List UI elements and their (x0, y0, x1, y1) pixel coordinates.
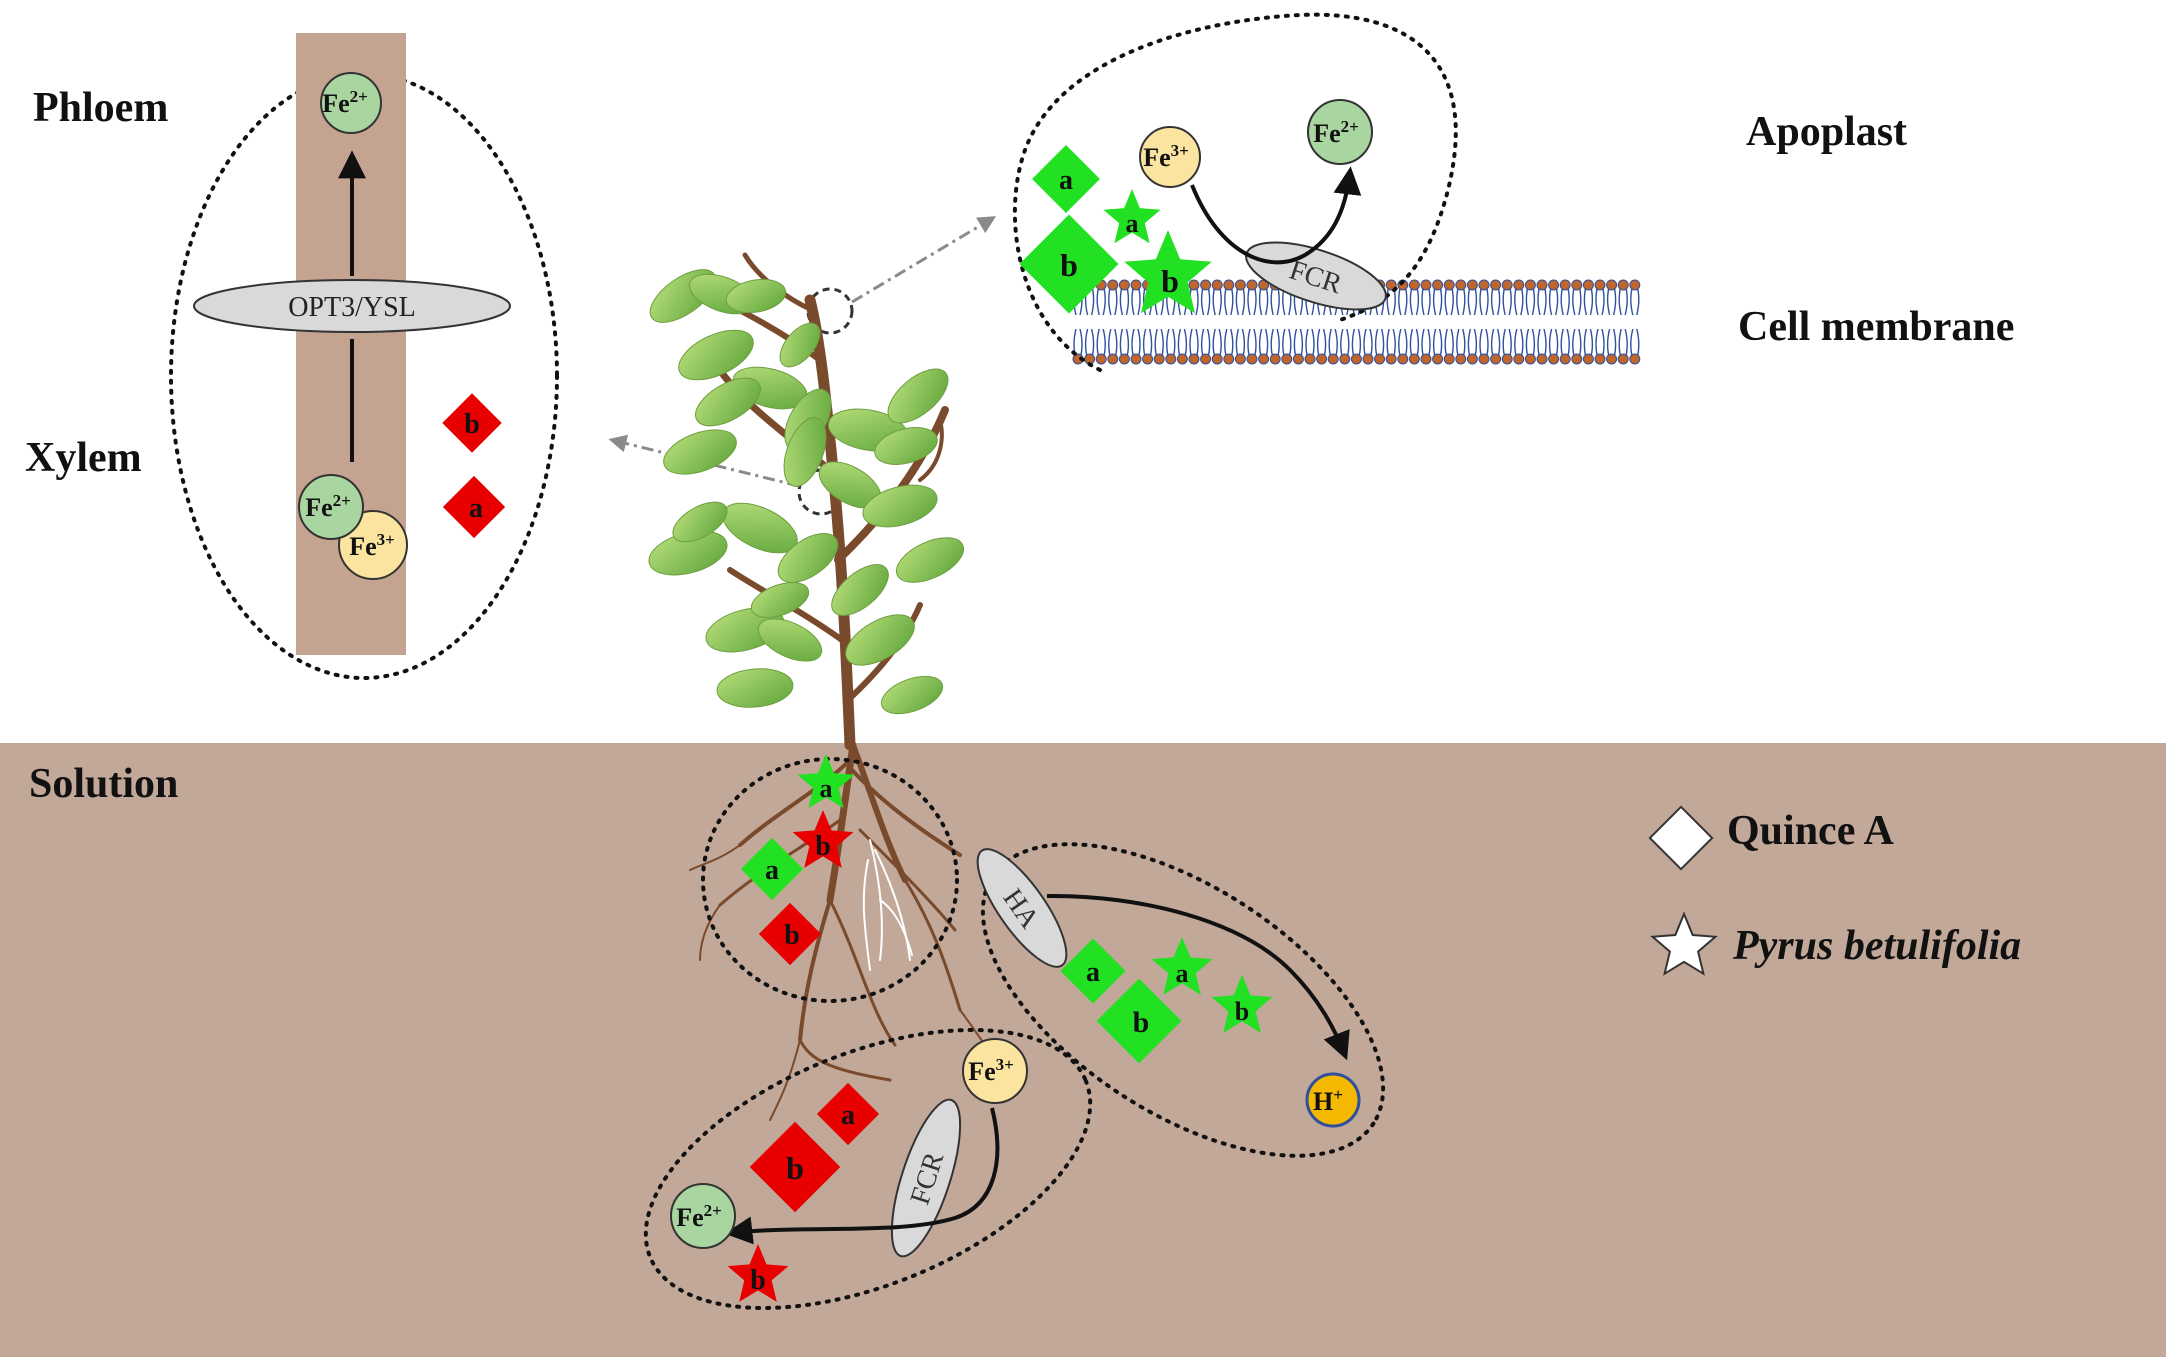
cell-membrane-label: Cell membrane (1738, 304, 2015, 350)
pyrus-mark-a-proton: a (1151, 937, 1213, 995)
pyrus-mark-b-solution: b (727, 1244, 789, 1302)
fcr-inset-outline (643, 1028, 1093, 1310)
fcr-transporter-solution (890, 1098, 962, 1258)
apoplast-label: Apoplast (1746, 109, 1908, 155)
svg-text:a: a (841, 1100, 855, 1131)
leaf (695, 377, 761, 427)
svg-text:b: b (1133, 1006, 1150, 1039)
root-system (689, 741, 996, 1121)
legend-pyrus-label: Pyrus betulifolia (1733, 923, 2022, 969)
leaf (862, 484, 938, 528)
svg-text:a: a (765, 855, 779, 886)
legend-star-icon (1650, 911, 1718, 976)
vascular-inset: OPT3/YSL Fe2+ Fe3+ Fe2+ b a (169, 33, 559, 680)
fe2-ion-phloem-label: Fe2+ (322, 87, 368, 118)
quince-mark-a-proton: a (1060, 938, 1126, 1004)
leaf (880, 675, 944, 715)
leaf (887, 368, 949, 424)
xylem-label: Xylem (25, 435, 142, 481)
fe2-ion-apoplast (1307, 99, 1373, 165)
svg-text:a: a (1059, 165, 1073, 196)
apoplast-inset: FCR Fe3+ Fe2+ a b a b (1013, 12, 1641, 372)
fe3-ion-apoplast (1139, 126, 1201, 188)
fe2-ion-xylem (298, 474, 364, 540)
root-inset: a b a b (701, 754, 959, 1003)
svg-text:a: a (1086, 957, 1100, 988)
legend-diamond-icon (1648, 805, 1714, 871)
leaf (678, 329, 754, 381)
pyrus-mark-b-root: b (792, 810, 854, 868)
root-inset-outline (701, 757, 959, 1003)
opt3-ysl-label: OPT3/YSL (288, 292, 416, 323)
svg-text:a: a (1126, 209, 1139, 238)
leaf (672, 501, 728, 543)
leaf (663, 429, 737, 475)
proton-arrow (1046, 893, 1350, 1061)
leaf (750, 582, 810, 618)
leaf (831, 564, 889, 616)
leaf (757, 618, 823, 662)
h-ion (1305, 1072, 1361, 1128)
leaf (895, 537, 965, 583)
leaf (716, 668, 794, 708)
h-ion-label: H+ (1313, 1085, 1343, 1116)
leaf (874, 427, 938, 465)
pear-seedling (648, 252, 996, 1121)
svg-text:b: b (1161, 263, 1179, 299)
leaf (777, 533, 839, 583)
svg-text:b: b (784, 920, 800, 951)
pyrus-mark-b-proton: b (1211, 975, 1273, 1033)
fe3-ion-apoplast-label: Fe3+ (1143, 141, 1189, 172)
fe3-ion-solution-label: Fe3+ (968, 1055, 1014, 1086)
quince-mark-a-apoplast: a (1032, 145, 1100, 213)
quince-mark-a-root: a (740, 837, 804, 901)
svg-text:b: b (464, 409, 480, 440)
fe2-ion-phloem (320, 72, 382, 134)
fe2-ion-xylem-label: Fe2+ (305, 491, 351, 522)
reduction-arrow-solution (724, 1107, 1000, 1245)
callout-leaf-to-apoplast (806, 216, 997, 335)
fe3-ion-xylem-label: Fe3+ (349, 530, 395, 561)
reduction-arrow-apoplast (1190, 166, 1362, 265)
fe2-ion-solution (670, 1183, 736, 1249)
svg-text:b: b (1060, 247, 1078, 283)
leaf (779, 322, 821, 368)
quince-mark-a-vascular: a (442, 475, 506, 539)
svg-text:b: b (750, 1265, 766, 1296)
svg-text:b: b (815, 831, 831, 862)
quince-mark-b-root: b (758, 902, 822, 966)
svg-text:b: b (786, 1150, 804, 1186)
fe2-ion-apoplast-label: Fe2+ (1313, 117, 1359, 148)
apoplast-inset-outline (1013, 12, 1458, 372)
svg-text:a: a (820, 774, 833, 803)
legend (1648, 805, 1718, 976)
quince-mark-b-vascular: b (442, 393, 502, 453)
phloem-label: Phloem (33, 85, 169, 131)
svg-text:a: a (469, 493, 483, 524)
leaf (783, 417, 827, 487)
pyrus-mark-a-root: a (797, 754, 855, 809)
ha-transporter (976, 848, 1068, 968)
solution-label: Solution (29, 761, 179, 807)
leaf (845, 614, 915, 666)
fe2-ion-solution-label: Fe2+ (676, 1201, 722, 1232)
fe3-ion-solution (962, 1038, 1028, 1104)
svg-text:b: b (1235, 997, 1249, 1026)
pyrus-mark-b-apoplast: b (1124, 230, 1212, 314)
leaf (725, 278, 787, 314)
pyrus-mark-a-apoplast: a (1103, 189, 1161, 244)
svg-text:a: a (1176, 959, 1189, 988)
opt3-ysl-transporter (193, 279, 511, 333)
legend-quince-label: Quince A (1727, 808, 1894, 854)
